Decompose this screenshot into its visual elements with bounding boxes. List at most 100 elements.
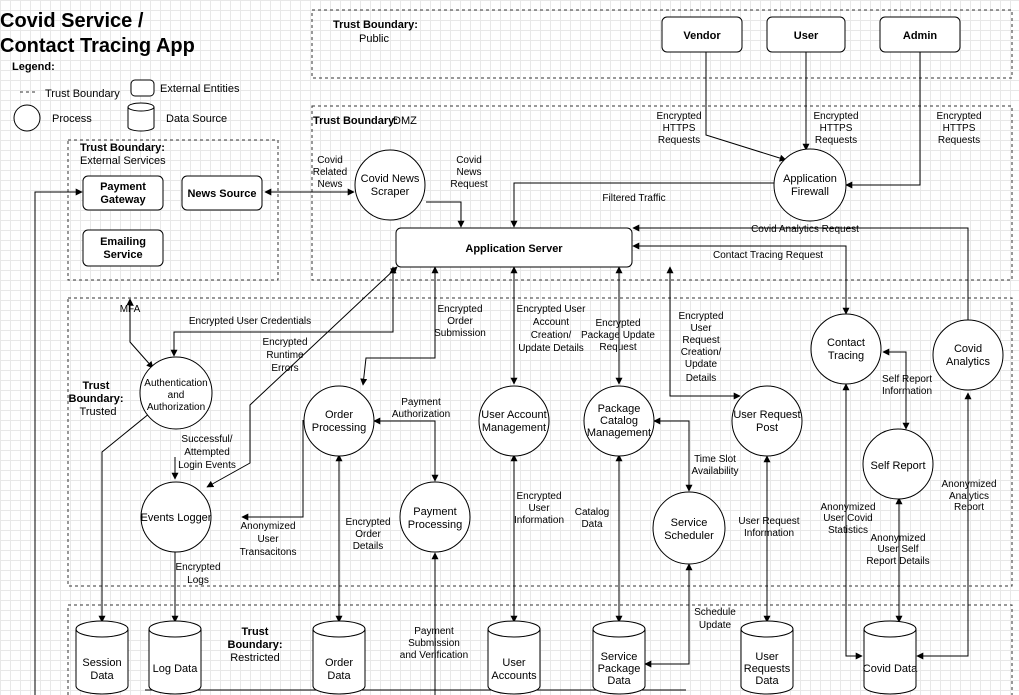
covid-news-request-label-1: Covid: [456, 155, 482, 166]
process-self-report: Self Report: [862, 428, 934, 500]
contact-tracing-label-2: Tracing: [828, 350, 864, 362]
public-boundary-name: Public: [359, 33, 389, 45]
entity-emailing-service: Emailing Service: [82, 229, 164, 267]
covid-analytics-label-1: Covid: [954, 343, 982, 355]
entity-admin: Admin: [879, 16, 961, 53]
process-authentication-authorization: Authentication and Authorization: [139, 356, 213, 430]
legend-trust-boundary-label: Trust Boundary: [45, 88, 120, 100]
flow-payment-authorization: [373, 417, 439, 482]
user-request-flow-label-5: Update: [685, 359, 718, 370]
auth-label-3: Authorization: [147, 402, 205, 413]
self-report-details-label-1: Anonymized: [870, 533, 925, 544]
entity-payment-gateway: Payment Gateway: [82, 175, 164, 211]
user-request-flow-label-6: Details: [686, 373, 717, 384]
order-submission-label-2: Order: [447, 316, 473, 327]
covid-data-label: Covid Data: [863, 663, 918, 675]
session-data-label-2: Data: [90, 670, 114, 682]
legend-process-swatch: [13, 104, 41, 132]
package-update-label-2: Package Update: [581, 330, 655, 341]
admin-https-label-1: Encrypted: [936, 111, 981, 122]
datastore-user-accounts: User Accounts: [487, 620, 541, 695]
dmz-boundary-name: DMZ: [393, 115, 417, 127]
auth-label-1: Authentication: [144, 378, 207, 389]
news-scraper-label-2: Scraper: [371, 186, 410, 198]
user-request-post-label-2: Post: [756, 422, 778, 434]
news-scraper-label-1: Covid News: [361, 173, 420, 185]
application-server: Application Server: [395, 227, 633, 268]
legend-data-source-label: Data Source: [166, 113, 227, 125]
session-data-label-1: Session: [82, 657, 121, 669]
flow-contact-tracing-request: [632, 242, 850, 315]
encrypted-logs-label-2: Logs: [187, 575, 209, 586]
contact-tracing-label-1: Contact: [827, 337, 865, 349]
datastore-covid-data: Covid Data: [863, 620, 918, 695]
runtime-errors-label-2: Runtime: [266, 350, 304, 361]
covid-statistics-label-1: Anonymized: [820, 502, 875, 513]
vendor-https-label-2: HTTPS: [663, 123, 696, 134]
restricted-boundary-label2: Boundary:: [228, 639, 283, 651]
entity-user: User: [766, 16, 846, 53]
flow-anon-transactions: [241, 420, 304, 521]
process-application-firewall: Application Firewall: [773, 148, 847, 222]
user-requests-label-3: Data: [755, 675, 779, 687]
login-events-label-3: Login Events: [178, 460, 236, 471]
datastore-session-data: Session Data: [75, 620, 129, 695]
service-package-label-2: Package: [598, 663, 641, 675]
catalog-data-label-2: Data: [581, 519, 603, 530]
package-catalog-label-1: Package: [598, 403, 641, 415]
service-package-label-3: Data: [607, 675, 631, 687]
flow-self-report-info: [882, 348, 910, 430]
order-submission-label-1: Encrypted: [437, 304, 482, 315]
user-account-label-1: User Account: [481, 409, 546, 421]
covid-related-news-label-2: Related: [313, 167, 347, 178]
encrypted-logs-label-1: Encrypted: [175, 562, 220, 573]
admin-label: Admin: [903, 30, 938, 42]
public-boundary-label: Trust Boundary:: [333, 19, 418, 31]
user-information-label-1: Encrypted: [516, 491, 561, 502]
trust-boundary-external-services: [67, 139, 279, 281]
user-label: User: [794, 30, 819, 42]
user-requests-label-1: User: [755, 651, 779, 663]
order-details-label-3: Details: [353, 541, 384, 552]
process-contact-tracing: Contact Tracing: [810, 313, 882, 385]
login-events-label-1: Successful/: [181, 434, 232, 445]
user-https-label-2: HTTPS: [820, 123, 853, 134]
user-account-flow-label-4: Update Details: [518, 343, 584, 354]
entity-vendor: Vendor: [661, 16, 743, 53]
payment-submission-label-3: and Verification: [400, 650, 468, 661]
package-update-label-3: Request: [599, 342, 636, 353]
anon-transactions-label-2: User: [257, 534, 279, 545]
covid-related-news-label-3: News: [317, 179, 342, 190]
payment-gateway-label-1: Payment: [100, 181, 146, 193]
user-accounts-label-1: User: [502, 657, 526, 669]
flow-covid-analytics-request: [632, 224, 969, 320]
login-events-label-2: Attempted: [184, 447, 230, 458]
flow-news-request: [426, 201, 465, 228]
trusted-boundary-name: Trusted: [80, 406, 117, 418]
analytics-report-label-2: Analytics: [949, 491, 989, 502]
user-accounts-label-2: Accounts: [491, 670, 537, 682]
flow-mfa: [126, 298, 154, 369]
user-request-info-label-2: Information: [744, 528, 794, 539]
user-request-flow-label-4: Creation/: [681, 347, 722, 358]
payment-submission-label-2: Submission: [408, 638, 460, 649]
anon-transactions-label-1: Anonymized: [240, 521, 295, 532]
process-package-catalog-management: Package Catalog Management: [583, 385, 655, 457]
flow-user-request: [666, 266, 741, 400]
self-report-label: Self Report: [870, 460, 925, 472]
app-firewall-label-1: Application: [783, 173, 837, 185]
order-data-label-1: Order: [325, 657, 353, 669]
flow-session-data: [98, 412, 151, 623]
flow-time-slot: [653, 417, 693, 492]
service-scheduler-label-1: Service: [671, 517, 708, 529]
package-catalog-label-3: Management: [587, 427, 651, 439]
covid-statistics-label-2: User Covid: [823, 513, 872, 524]
self-report-details-label-2: User Self: [877, 544, 918, 555]
user-https-label-1: Encrypted: [813, 111, 858, 122]
order-submission-label-3: Submission: [434, 328, 486, 339]
self-report-info-label-2: Information: [882, 386, 932, 397]
contact-tracing-request-label: Contact Tracing Request: [713, 250, 823, 261]
legend-external-entities-label: External Entities: [160, 83, 240, 95]
analytics-report-label-1: Anonymized: [941, 479, 996, 490]
service-scheduler-label-2: Scheduler: [664, 530, 714, 542]
